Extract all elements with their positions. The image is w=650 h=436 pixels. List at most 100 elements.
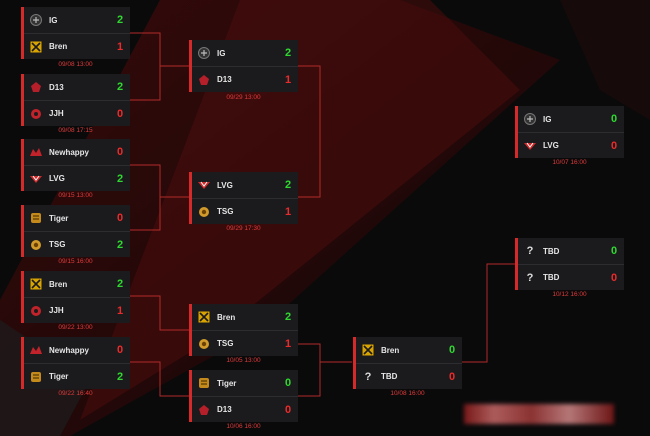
- team-row[interactable]: Tiger 0: [24, 205, 130, 231]
- team-score: 1: [116, 304, 124, 317]
- lvg-logo-icon: [523, 139, 537, 153]
- match-card[interactable]: Newhappy 0 Tiger 2: [21, 337, 130, 389]
- team-name: Tiger: [49, 213, 69, 223]
- ig-logo-icon: [523, 112, 537, 126]
- team-row[interactable]: Bren 0: [356, 337, 462, 363]
- match-card[interactable]: Tiger 0 TSG 2: [21, 205, 130, 257]
- team-score: 1: [284, 337, 292, 350]
- team-row[interactable]: D13 0: [192, 396, 298, 422]
- jjh-logo-icon: [29, 304, 43, 318]
- match-date: 09/29 17:30: [226, 225, 261, 232]
- lvg-logo-icon: [29, 172, 43, 186]
- team-score: 2: [116, 238, 124, 251]
- team-row[interactable]: LVG 0: [518, 132, 624, 158]
- team-row[interactable]: ? TBD 0: [356, 363, 462, 389]
- team-score: 2: [284, 179, 292, 191]
- team-row[interactable]: TSG 2: [24, 231, 130, 257]
- team-score: 2: [116, 14, 124, 26]
- match-card[interactable]: ? TBD 0 ? TBD 0: [515, 238, 624, 290]
- match-card[interactable]: Tiger 0 D13 0: [189, 370, 298, 422]
- match-date: 09/15 13:00: [58, 192, 93, 199]
- team-row[interactable]: TSG 1: [192, 198, 298, 224]
- team-score: 0: [116, 107, 124, 120]
- team-row[interactable]: JJH 0: [24, 100, 130, 126]
- match-date: 09/29 13:00: [226, 94, 261, 101]
- match-date: 09/08 17:15: [58, 127, 93, 134]
- team-row[interactable]: Bren 2: [192, 304, 298, 330]
- d13-logo-icon: [197, 403, 211, 417]
- match-card[interactable]: IG 2 D13 1: [189, 40, 298, 92]
- team-name: LVG: [49, 174, 65, 183]
- match-card[interactable]: D13 2 JJH 0: [21, 74, 130, 126]
- tsg-logo-icon: [197, 337, 211, 351]
- bren-logo-icon: [361, 343, 375, 357]
- team-score: 2: [116, 278, 124, 290]
- team-row[interactable]: Newhappy 0: [24, 139, 130, 165]
- team-score: 0: [284, 377, 292, 389]
- match-card[interactable]: IG 0 LVG 0: [515, 106, 624, 158]
- tbd-question-icon: ?: [526, 271, 534, 284]
- team-row[interactable]: LVG 2: [24, 165, 130, 191]
- team-row[interactable]: Bren 2: [24, 271, 130, 297]
- team-name: LVG: [543, 141, 559, 150]
- team-row[interactable]: Tiger 2: [24, 363, 130, 389]
- team-score: 0: [116, 146, 124, 158]
- team-score: 2: [116, 172, 124, 185]
- team-name: JJH: [49, 109, 64, 118]
- team-row[interactable]: IG 0: [518, 106, 624, 132]
- team-row[interactable]: ? TBD 0: [518, 264, 624, 290]
- newhappy-logo-icon: [29, 145, 43, 159]
- match-date: 10/06 16:00: [226, 423, 261, 430]
- team-row[interactable]: LVG 2: [192, 172, 298, 198]
- team-name: TBD: [381, 372, 398, 381]
- team-row[interactable]: IG 2: [24, 7, 130, 33]
- match-card[interactable]: Bren 0 ? TBD 0: [353, 337, 462, 389]
- team-score: 2: [284, 47, 292, 59]
- team-name: Bren: [217, 312, 236, 322]
- match-card[interactable]: LVG 2 TSG 1: [189, 172, 298, 224]
- tbd-question-icon: ?: [364, 370, 372, 383]
- team-name: JJH: [49, 306, 64, 315]
- match-card[interactable]: Bren 2 JJH 1: [21, 271, 130, 323]
- team-score: 2: [284, 311, 292, 323]
- team-name: Bren: [49, 279, 68, 289]
- match-date: 10/12 16:00: [552, 291, 587, 298]
- team-row[interactable]: JJH 1: [24, 297, 130, 323]
- newhappy-logo-icon: [29, 343, 43, 357]
- team-row[interactable]: IG 2: [192, 40, 298, 66]
- tiger-logo-icon: [197, 376, 211, 390]
- team-score: 0: [610, 245, 618, 257]
- team-name: TSG: [49, 240, 66, 249]
- team-row[interactable]: TSG 1: [192, 330, 298, 356]
- team-row[interactable]: Tiger 0: [192, 370, 298, 396]
- team-score: 0: [610, 139, 618, 152]
- team-name: TSG: [217, 339, 234, 348]
- team-name: D13: [217, 75, 232, 84]
- team-row[interactable]: Bren 1: [24, 33, 130, 59]
- tiger-logo-icon: [29, 370, 43, 384]
- team-row[interactable]: Newhappy 0: [24, 337, 130, 363]
- team-row[interactable]: D13 2: [24, 74, 130, 100]
- team-name: Tiger: [217, 378, 237, 388]
- team-name: LVG: [217, 180, 233, 190]
- team-row[interactable]: ? TBD 0: [518, 238, 624, 264]
- blurred-watermark: [464, 404, 614, 424]
- team-score: 0: [116, 212, 124, 224]
- team-score: 0: [448, 370, 456, 383]
- team-name: IG: [49, 15, 58, 25]
- match-card[interactable]: Bren 2 TSG 1: [189, 304, 298, 356]
- tsg-logo-icon: [197, 205, 211, 219]
- team-name: TBD: [543, 273, 560, 282]
- team-score: 1: [284, 205, 292, 218]
- match-card[interactable]: IG 2 Bren 1: [21, 7, 130, 59]
- team-row[interactable]: D13 1: [192, 66, 298, 92]
- team-score: 2: [116, 370, 124, 383]
- d13-logo-icon: [197, 73, 211, 87]
- team-score: 0: [116, 344, 124, 356]
- ig-logo-icon: [29, 13, 43, 27]
- team-name: Bren: [381, 345, 400, 355]
- team-score: 0: [448, 344, 456, 356]
- team-score: 0: [610, 113, 618, 125]
- d13-logo-icon: [29, 80, 43, 94]
- match-card[interactable]: Newhappy 0 LVG 2: [21, 139, 130, 191]
